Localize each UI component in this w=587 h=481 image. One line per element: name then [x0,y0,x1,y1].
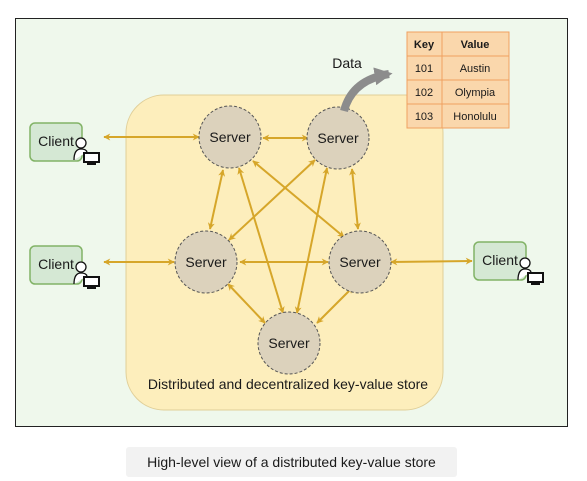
server-circle [174,230,238,294]
server-label: Server [268,335,310,351]
user-computer-icon [73,137,100,165]
data-label: Data [332,55,362,71]
server-label: Server [317,130,359,146]
table-header-key: Key [414,39,435,51]
arrow-s2-s4 [349,168,361,230]
connection-arrows [103,133,473,324]
table-cell-value: Austin [460,63,491,75]
server-circle [257,311,321,375]
table-cell-key: 103 [415,111,433,123]
server-circle [306,106,370,170]
arrow-s4-client3 [390,257,473,266]
arrow-s3-s5 [227,283,266,324]
table-header-value: Value [461,39,490,51]
server-label: Server [339,254,381,270]
table-cell-value: Honolulu [453,111,496,123]
user-computer-icon [517,257,544,285]
server-label: Server [209,129,251,145]
client-label: Client [38,133,74,149]
table-cell-value: Olympia [455,87,496,99]
client-node-2: Client [29,245,100,289]
data-arrow [340,67,393,113]
client-node-1: Client [29,122,100,165]
table-cell-key: 102 [415,87,433,99]
server-node-3: Server [174,230,238,294]
store-label: Distributed and decentralized key-value … [148,376,428,392]
server-node-4: Server [328,230,392,294]
server-circle [328,230,392,294]
server-label: Server [185,254,227,270]
user-computer-icon [73,261,100,289]
client-label: Client [38,256,74,272]
arrow-s4-s5 [316,286,354,324]
server-node-2: Server [306,106,370,170]
client-label: Client [482,252,518,268]
key-value-table: Key Value 101 Austin 102 Olympia 103 Hon… [406,31,510,129]
table-cell-key: 101 [415,63,433,75]
server-node-1: Server [198,105,262,169]
server-node-5: Server [257,311,321,375]
server-circle [198,105,262,169]
figure-caption: High-level view of a distributed key-val… [126,447,457,477]
arrow-s2-s5 [294,167,330,314]
arrow-s1-s3 [207,169,226,230]
client-node-3: Client [473,241,544,285]
